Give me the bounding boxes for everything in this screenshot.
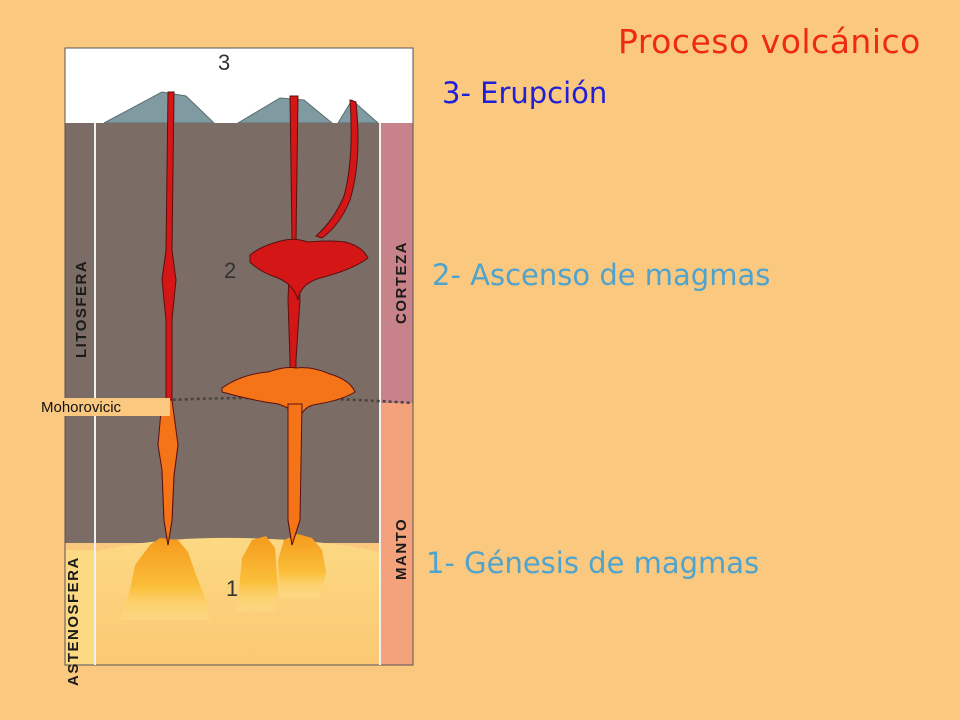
diagram-frame — [64, 47, 414, 666]
magma-source-left — [120, 538, 210, 620]
magma-source-right — [278, 534, 326, 598]
mantle-label: MANTO — [393, 518, 410, 580]
moho-label: Mohorovicic — [41, 399, 122, 416]
moho-label-box — [40, 398, 170, 416]
step-3-label: 3- Erupción — [442, 76, 608, 110]
lower-magma-chamber — [221, 367, 356, 422]
mantle-band — [380, 403, 413, 665]
page-title: Proceso volcánico — [618, 22, 921, 61]
stage-number-2: 2 — [224, 258, 236, 283]
asthenosphere-label: ASTENOSFERA — [65, 556, 82, 686]
crust-band — [380, 123, 413, 403]
upper-magma-chamber — [249, 238, 369, 301]
stage-number-1: 1 — [226, 576, 238, 601]
step-1-label: 1- Génesis de magmas — [426, 546, 760, 580]
right-branch-conduit — [315, 99, 359, 239]
stage-number-3: 3 — [218, 50, 230, 75]
magma-source-mid — [236, 536, 278, 612]
crust-label: CORTEZA — [393, 241, 410, 324]
step-2-label: 2- Ascenso de magmas — [432, 258, 771, 292]
lithosphere-label: LITOSFERA — [73, 260, 90, 358]
asthenosphere-region — [65, 537, 380, 665]
lithosphere-rock — [65, 123, 413, 543]
